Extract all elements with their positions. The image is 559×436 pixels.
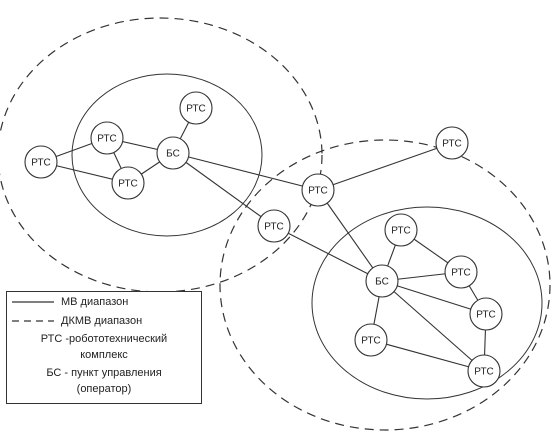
node-circle <box>179 91 213 125</box>
legend-item-mv: МВ диапазон <box>7 295 201 309</box>
link-n10-n12 <box>381 280 487 315</box>
mv-zone-right <box>311 206 543 400</box>
node-circle <box>467 354 501 388</box>
legend-rts-line1: РТС -робототехнический <box>40 333 168 345</box>
dashed-line-icon <box>12 314 54 328</box>
legend: МВ диапазон ДКМВ диапазон РТС -робототех… <box>6 291 202 404</box>
node-n7: РТС <box>301 173 335 207</box>
link-n7-n6 <box>317 142 453 191</box>
node-label: РТС <box>361 336 381 347</box>
node-n9: РТС <box>384 213 418 247</box>
node-label: РТС <box>264 222 284 233</box>
node-circle <box>469 297 503 331</box>
mv-zone-left <box>71 73 263 237</box>
node-circle <box>257 209 291 243</box>
dkmv-zone-left <box>0 17 323 293</box>
node-label: РТС <box>31 158 51 169</box>
node-label: РТС <box>391 226 411 237</box>
node-n4: БС <box>156 136 190 170</box>
node-n1: РТС <box>24 145 58 179</box>
node-n5: РТС <box>111 166 145 200</box>
node-label: РТС <box>97 134 117 145</box>
node-label: РТС <box>474 367 494 378</box>
legend-rts-line2: комплекс <box>80 349 128 361</box>
node-circle <box>301 173 335 207</box>
link-n4-n8 <box>172 152 275 227</box>
node-circle <box>384 213 418 247</box>
legend-item-dkmv: ДКМВ диапазон <box>7 314 201 328</box>
node-n10: БС <box>365 264 399 298</box>
solid-line-icon <box>12 295 54 309</box>
link-n8-n10 <box>273 225 383 282</box>
node-n2: РТС <box>90 121 124 155</box>
node-circle <box>24 145 58 179</box>
node-circle <box>156 136 190 170</box>
link-n10-n14 <box>381 280 485 372</box>
link-n13-n14 <box>370 339 485 372</box>
node-label: БС <box>166 149 180 160</box>
legend-mv-label: МВ диапазон <box>61 296 129 308</box>
node-circle <box>111 166 145 200</box>
legend-dkmv-label: ДКМВ диапазон <box>61 315 143 327</box>
node-label: РТС <box>308 186 328 197</box>
node-n8: РТС <box>257 209 291 243</box>
node-circle <box>444 255 478 289</box>
node-circle <box>365 264 399 298</box>
legend-bs-line2: (оператор) <box>76 383 132 395</box>
node-label: БС <box>375 277 389 288</box>
node-n13: РТС <box>354 323 388 357</box>
node-label: РТС <box>118 179 138 190</box>
nodes-layer: РТС РТС РТС БС РТС РТС РТС РТС РТС БС РТС РТС РТС РТС <box>24 91 503 388</box>
node-n14: РТС <box>467 354 501 388</box>
node-label: РТС <box>451 268 471 279</box>
node-n11: РТС <box>444 255 478 289</box>
node-n6: РТС <box>435 126 469 160</box>
node-circle <box>354 323 388 357</box>
node-n3: РТС <box>179 91 213 125</box>
node-circle <box>435 126 469 160</box>
node-label: РТС <box>476 310 496 321</box>
node-label: РТС <box>442 139 462 150</box>
node-label: РТС <box>186 104 206 115</box>
dkmv-zone-right <box>219 139 551 431</box>
legend-bs-line1: БС - пункт управления <box>46 367 162 379</box>
link-n4-n7 <box>172 152 319 191</box>
node-circle <box>90 121 124 155</box>
link-n7-n10 <box>317 189 383 282</box>
node-n12: РТС <box>469 297 503 331</box>
